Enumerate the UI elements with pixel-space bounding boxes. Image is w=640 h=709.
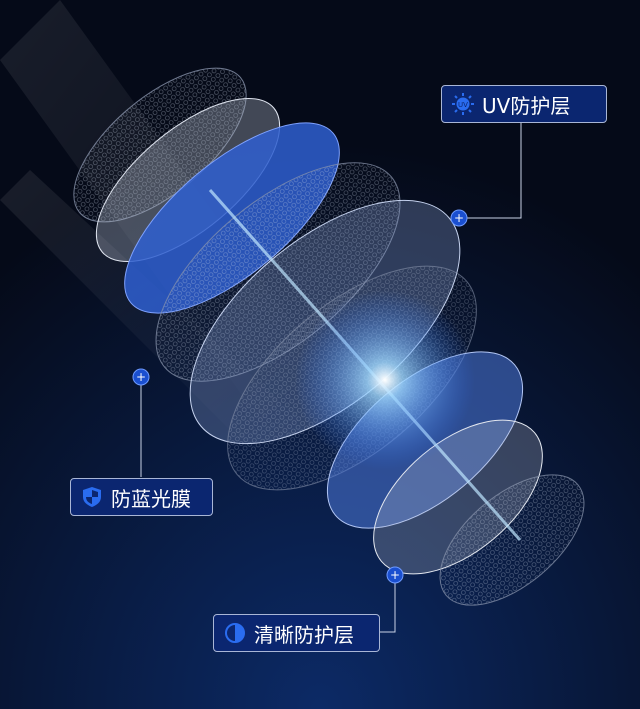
uv-layer-text: UV防护层 xyxy=(482,93,571,118)
blue-light-film-label: 防蓝光膜 xyxy=(70,478,213,516)
uv-layer-label: UV UV防护层 xyxy=(441,85,607,123)
hotspot-clarity[interactable]: + xyxy=(386,566,404,584)
callout-lines xyxy=(140,123,522,633)
blue-light-film-text: 防蓝光膜 xyxy=(111,486,191,511)
contrast-circle-icon xyxy=(225,623,245,643)
hotspot-blue-light[interactable]: + xyxy=(132,368,150,386)
lens-stack xyxy=(73,67,585,606)
clarity-layer-label: 清晰防护层 xyxy=(213,614,380,652)
svg-text:+: + xyxy=(454,211,464,225)
clarity-layer-text: 清晰防护层 xyxy=(254,622,354,647)
lens-mesh-9 xyxy=(439,474,585,606)
svg-text:+: + xyxy=(136,370,146,384)
hotspot-uv[interactable]: + xyxy=(450,209,468,227)
light-glow xyxy=(295,290,475,470)
shield-icon xyxy=(83,487,101,507)
svg-text:UV: UV xyxy=(458,101,468,109)
svg-text:+: + xyxy=(390,568,400,582)
uv-sun-icon: UV xyxy=(452,93,474,115)
